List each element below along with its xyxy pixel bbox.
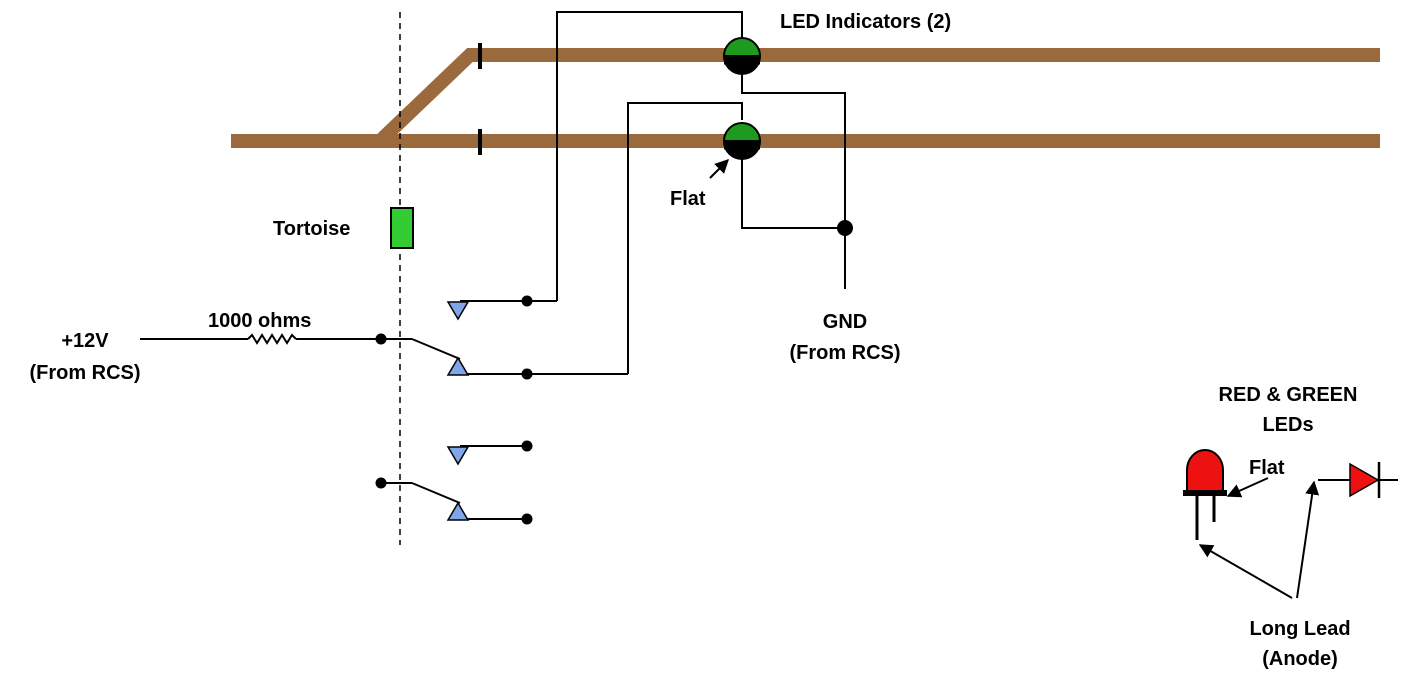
contact-triangle-up: [446, 501, 470, 521]
flat-arrow: [709, 159, 729, 179]
junction-dots: [375, 220, 853, 525]
flat-label: Flat: [670, 188, 706, 210]
resistor-label: 1000 ohms: [208, 310, 311, 332]
track-diverging: [375, 48, 1380, 147]
power-label-line2: (From RCS): [29, 362, 140, 384]
switch1-blade: [411, 338, 461, 360]
switch-contacts: [446, 301, 470, 521]
wire-to-bottom-led: [627, 102, 743, 374]
led-indicator-top: [722, 37, 762, 75]
red-led-base: [1183, 490, 1227, 496]
led-legend: [1183, 449, 1398, 540]
led-body: [722, 122, 762, 142]
power-label-line1: +12V: [61, 330, 109, 352]
wire-to-top-led: [556, 11, 743, 301]
led-flat-half: [722, 140, 762, 160]
gnd-label-line1: GND: [823, 311, 867, 333]
junction-dot: [837, 220, 853, 236]
led-indicator-bottom: [722, 122, 762, 160]
track-group: [231, 43, 1380, 155]
flat-legend-arrow: [1226, 477, 1269, 498]
led-indicators-label: LED Indicators (2): [780, 11, 951, 33]
tortoise-machine: [390, 207, 414, 249]
junction-dot: [375, 333, 387, 345]
switch2-blade: [411, 482, 461, 504]
tortoise-label: Tortoise: [273, 218, 350, 240]
resistor-symbol: [247, 333, 297, 345]
long-lead-arrow-right: [1296, 480, 1320, 599]
legend-title-line1: RED & GREEN: [1219, 384, 1358, 406]
junction-dot: [375, 477, 387, 489]
junction-dot: [521, 295, 533, 307]
legend-arrows: [1198, 477, 1320, 599]
wires: [140, 11, 846, 520]
bottom-led-return-wire: [741, 158, 845, 229]
long-lead-label-line1: Long Lead: [1249, 618, 1350, 640]
junction-dot: [521, 440, 533, 452]
long-lead-label-line2: (Anode): [1262, 648, 1338, 670]
flat-legend-label: Flat: [1249, 457, 1285, 479]
junction-dot: [521, 368, 533, 380]
led-body: [722, 37, 762, 57]
diode-triangle: [1349, 462, 1380, 498]
contact-triangle-down: [446, 446, 470, 466]
long-lead-arrow-left: [1198, 544, 1293, 599]
led-flat-half: [722, 55, 762, 75]
legend-title-line2: LEDs: [1262, 414, 1313, 436]
red-led-body: [1186, 449, 1224, 493]
top-led-return-wire: [741, 72, 846, 228]
contact-triangle-down: [446, 301, 470, 321]
contact-triangle-up: [446, 356, 470, 376]
gnd-label-line2: (From RCS): [789, 342, 900, 364]
junction-dot: [521, 513, 533, 525]
